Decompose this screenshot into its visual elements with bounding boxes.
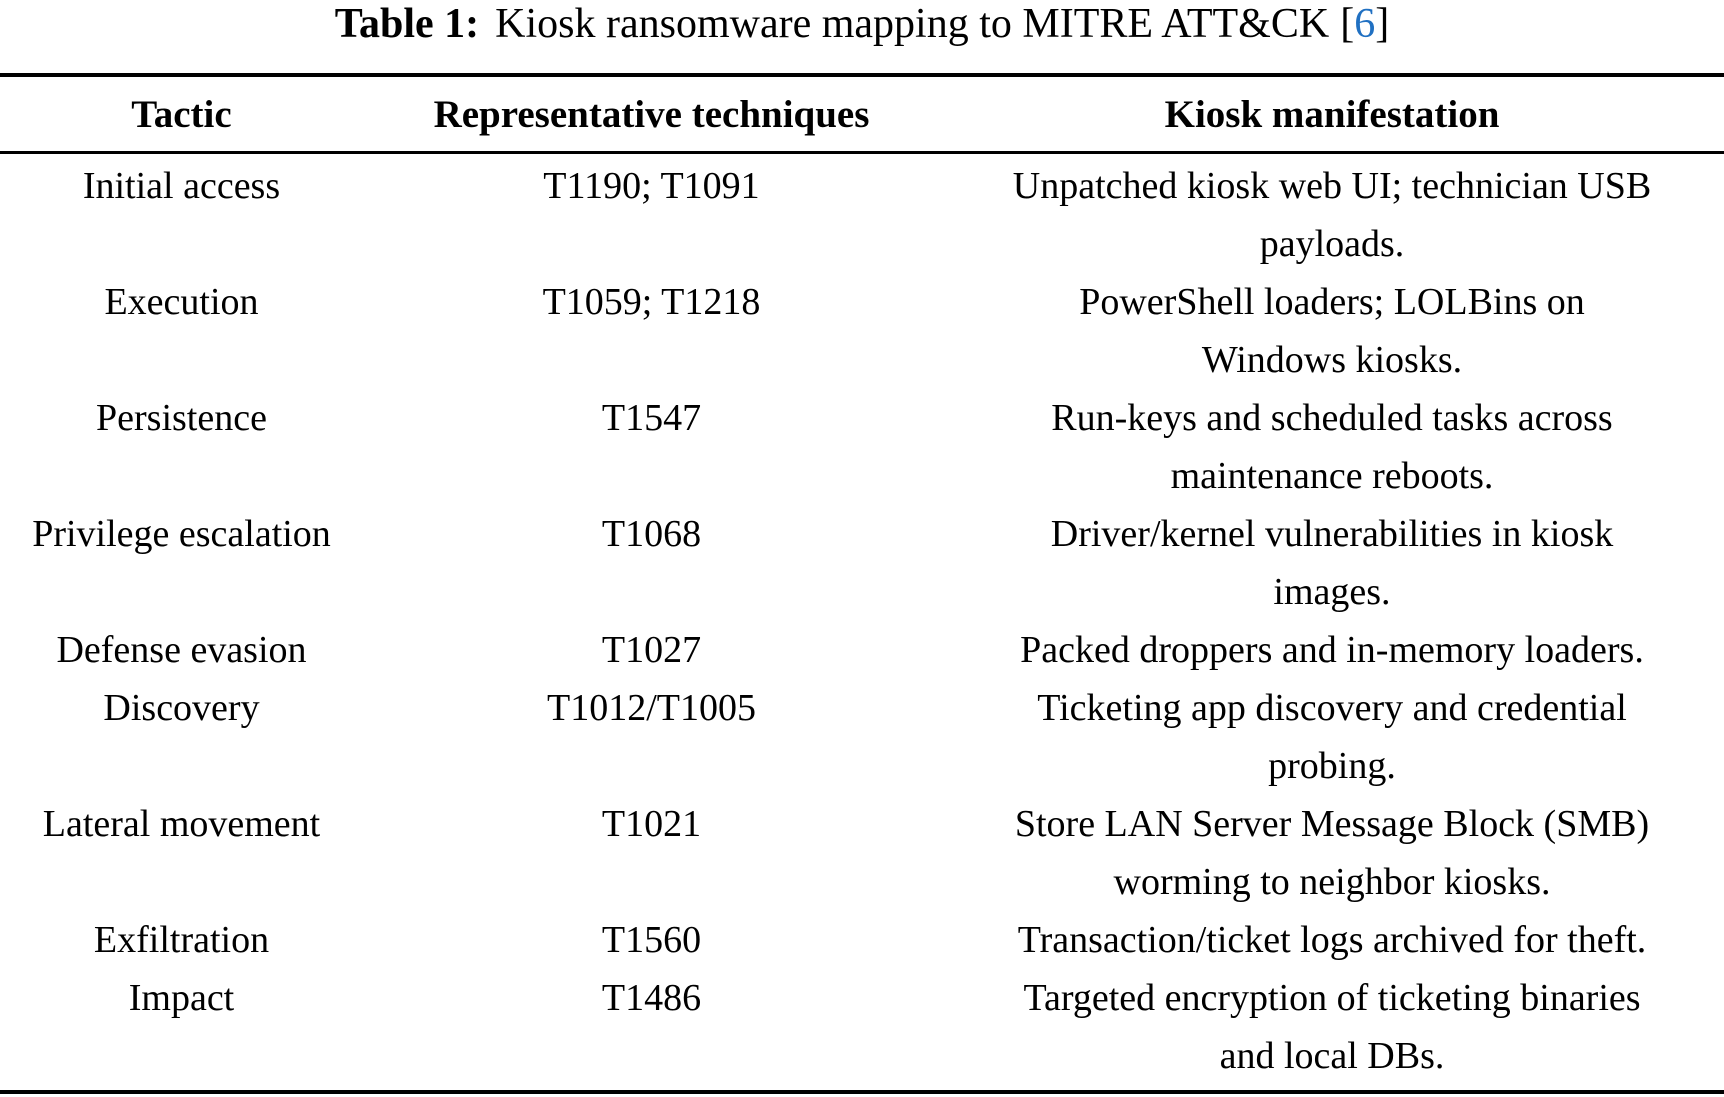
cell-techniques: T1027 (601, 629, 702, 671)
cell-techniques: T1012/T1005 (547, 687, 756, 729)
cell-techniques: T1059; T1218 (542, 281, 761, 323)
citation-link[interactable]: 6 (1354, 1, 1376, 47)
attack-mapping-table: Tactic Representative techniques Kiosk m… (0, 73, 1724, 1094)
cell-manifestation: Packed droppers and in-memory loaders. (1020, 629, 1644, 671)
cell-tactic: Exfiltration (93, 919, 270, 961)
cell-tactic: Execution (104, 281, 259, 323)
cell-tactic: Privilege escalation (32, 513, 331, 555)
cell-tactic: Impact (128, 977, 235, 1019)
citation-bracket-close: ] (1375, 1, 1390, 47)
table-row: Privilege escalation T1068 Driver/kernel… (0, 505, 1724, 621)
cell-manifestation: Store LAN Server Message Block (SMB) wor… (1014, 803, 1650, 903)
header-row: Tactic Representative techniques Kiosk m… (0, 75, 1724, 154)
cell-tactic: Initial access (82, 165, 281, 207)
column-header-tactic: Tactic (0, 75, 363, 154)
table-caption: Table 1: Kiosk ransomware mapping to MITR… (0, 0, 1724, 48)
column-header-techniques: Representative techniques (363, 75, 940, 154)
table-row: Initial access T1190; T1091 Unpatched ki… (0, 153, 1724, 274)
caption-label: Table 1: (334, 1, 480, 47)
cell-manifestation: Driver/kernel vulnerabilities in kiosk i… (1050, 513, 1614, 613)
cell-tactic: Defense evasion (56, 629, 307, 671)
column-header-manifestation: Kiosk manifestation (940, 75, 1724, 154)
cell-tactic: Lateral movement (42, 803, 321, 845)
cell-manifestation: Ticketing app discovery and credential p… (1037, 687, 1627, 787)
cell-tactic: Persistence (96, 397, 267, 439)
table-row: Execution T1059; T1218 PowerShell loader… (0, 273, 1724, 389)
cell-manifestation: Unpatched kiosk web UI; technician USB p… (1012, 165, 1652, 265)
table-row: Exfiltration T1560 Transaction/ticket lo… (0, 911, 1724, 969)
cell-techniques: T1190; T1091 (543, 165, 760, 207)
table-row: Lateral movement T1021 Store LAN Server … (0, 795, 1724, 911)
citation-bracket-open: [ (1340, 1, 1355, 47)
table-row: Defense evasion T1027 Packed droppers an… (0, 621, 1724, 679)
cell-techniques: T1068 (601, 513, 702, 555)
cell-manifestation: Targeted encryption of ticketing binarie… (1023, 977, 1641, 1077)
cell-techniques: T1560 (601, 919, 702, 961)
table-row: Persistence T1547 Run-keys and scheduled… (0, 389, 1724, 505)
caption-title: Kiosk ransomware mapping to MITRE ATT&CK (495, 1, 1330, 47)
cell-manifestation: PowerShell loaders; LOLBins on Windows k… (1079, 281, 1585, 381)
cell-techniques: T1486 (601, 977, 702, 1019)
table-row: Discovery T1012/T1005 Ticketing app disc… (0, 679, 1724, 795)
cell-techniques: T1547 (601, 397, 702, 439)
cell-manifestation: Transaction/ticket logs archived for the… (1017, 919, 1647, 961)
cell-tactic: Discovery (103, 687, 260, 729)
cell-techniques: T1021 (601, 803, 702, 845)
cell-manifestation: Run-keys and scheduled tasks across main… (1051, 397, 1613, 497)
table-row: Impact T1486 Targeted encryption of tick… (0, 969, 1724, 1092)
